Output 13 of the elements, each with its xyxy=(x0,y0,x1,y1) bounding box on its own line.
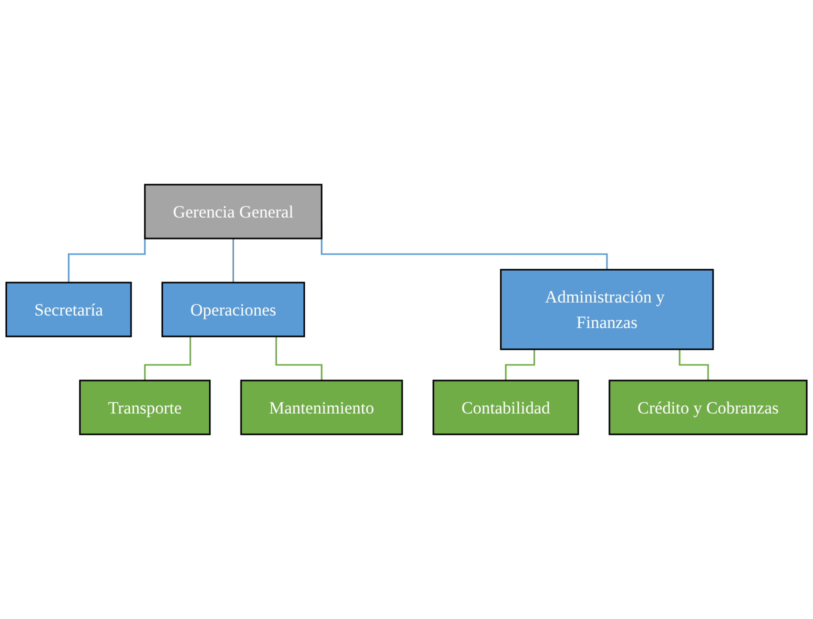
node-box: Operaciones xyxy=(161,282,306,338)
connector xyxy=(144,336,192,382)
node-box: Contabilidad xyxy=(432,380,580,436)
node-box: Administración y Finanzas xyxy=(500,268,714,350)
node-box: Mantenimiento xyxy=(240,380,403,436)
connector xyxy=(232,238,234,284)
node-box: Crédito y Cobranzas xyxy=(608,380,808,436)
node-box: Transporte xyxy=(79,380,211,436)
connector xyxy=(505,349,536,382)
connector xyxy=(275,336,322,382)
connector xyxy=(678,349,709,382)
node-box: Gerencia General xyxy=(144,184,322,240)
node-box: Secretaría xyxy=(5,282,132,338)
